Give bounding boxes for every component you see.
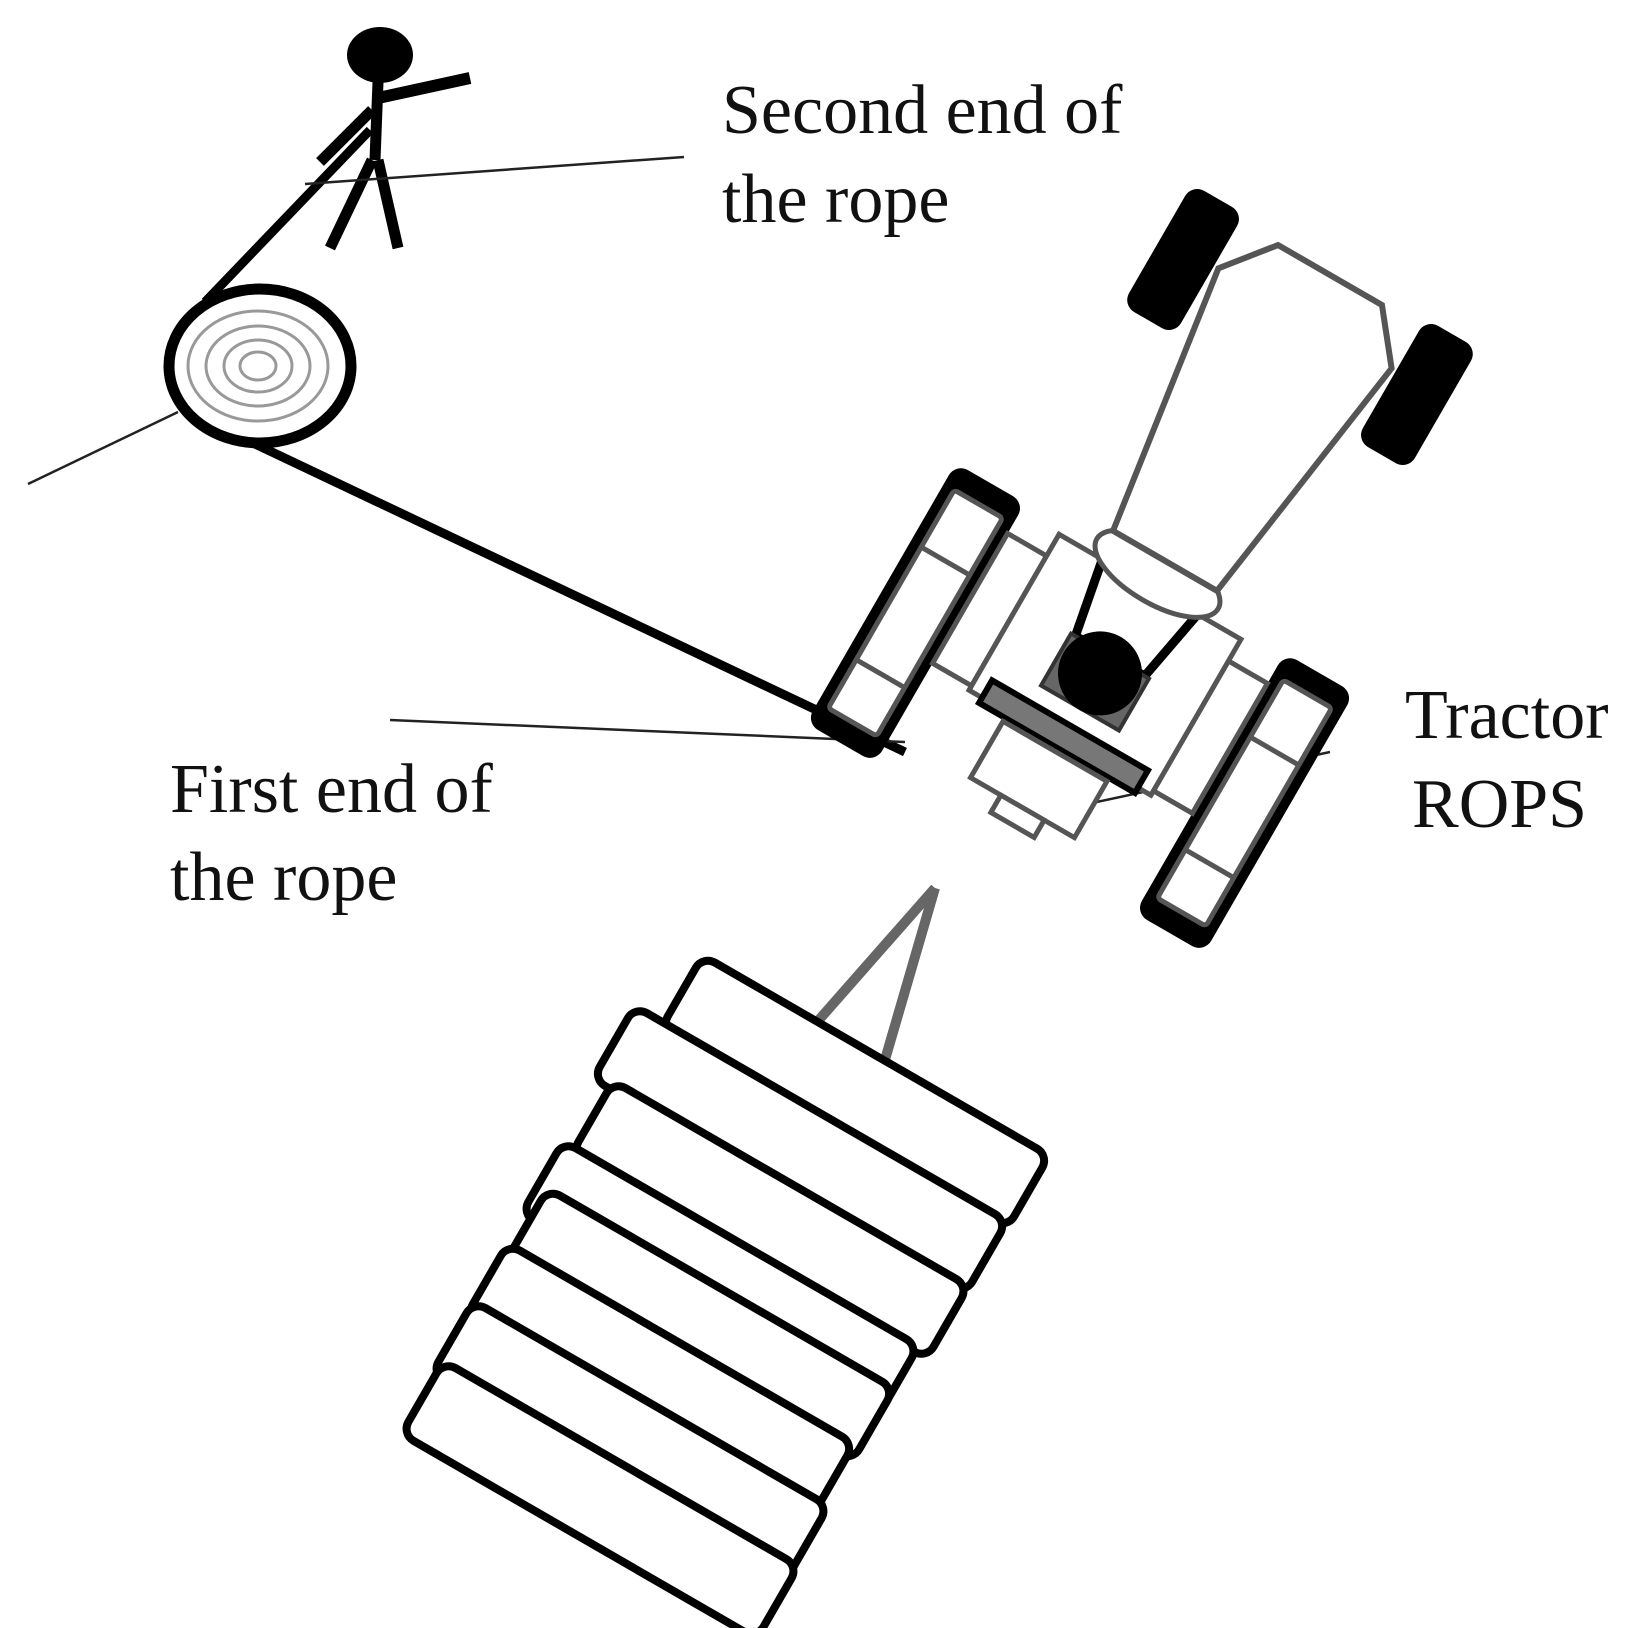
labels: Second end of the rope First end of the …	[170, 72, 1609, 916]
engine-hood	[1109, 241, 1395, 595]
person-leg-right	[372, 158, 404, 250]
hitch-plate	[987, 791, 1048, 841]
label-tractor-line1: Tractor	[1405, 677, 1609, 754]
rope-segment-to-person	[201, 126, 374, 306]
tow-bar-right	[877, 886, 940, 1072]
pulley-ring-4	[238, 350, 278, 382]
rops-bar	[974, 676, 1153, 797]
front-wheel-left	[1127, 188, 1239, 330]
label-first-end-line2: the rope	[170, 839, 397, 916]
pulley-ring-2	[204, 324, 312, 408]
leader-pulley	[27, 410, 179, 486]
pulley-ring-3	[222, 338, 294, 394]
rear-wheel-left-tread-2	[854, 657, 906, 690]
label-second-end-line2: the rope	[722, 161, 949, 238]
tractor	[810, 188, 1473, 948]
tow-bar-left	[806, 884, 939, 1034]
log-stack	[402, 956, 1049, 1628]
pulley-rim	[163, 283, 357, 449]
rear-wheel-left-tread-1	[919, 544, 971, 578]
rear-wheel-right-tread-1	[1249, 734, 1301, 768]
label-first-end-line1: First end of	[170, 751, 493, 828]
rear-wheel-right-tread-2	[1184, 847, 1236, 880]
person-figure	[316, 27, 472, 251]
person-head	[347, 27, 413, 83]
log-8	[402, 1362, 798, 1628]
driver-head	[1058, 631, 1142, 716]
person-leg-left	[325, 157, 377, 251]
front-wheel-right	[1361, 323, 1473, 465]
label-tractor-line2: ROPS	[1412, 766, 1587, 843]
rope-segment-to-tractor	[253, 439, 907, 757]
leader-second-end	[304, 155, 685, 186]
label-second-end-line1: Second end of	[722, 72, 1123, 149]
leader-first-end	[389, 718, 906, 744]
person-arm-down	[316, 106, 376, 166]
pulley-ring-1	[186, 309, 330, 423]
pulley	[163, 283, 357, 449]
person-arm-raised	[376, 72, 472, 104]
rear-wheel-left-inner	[827, 488, 1004, 738]
rear-wheel-right-inner	[1156, 678, 1333, 928]
rope	[201, 126, 907, 757]
